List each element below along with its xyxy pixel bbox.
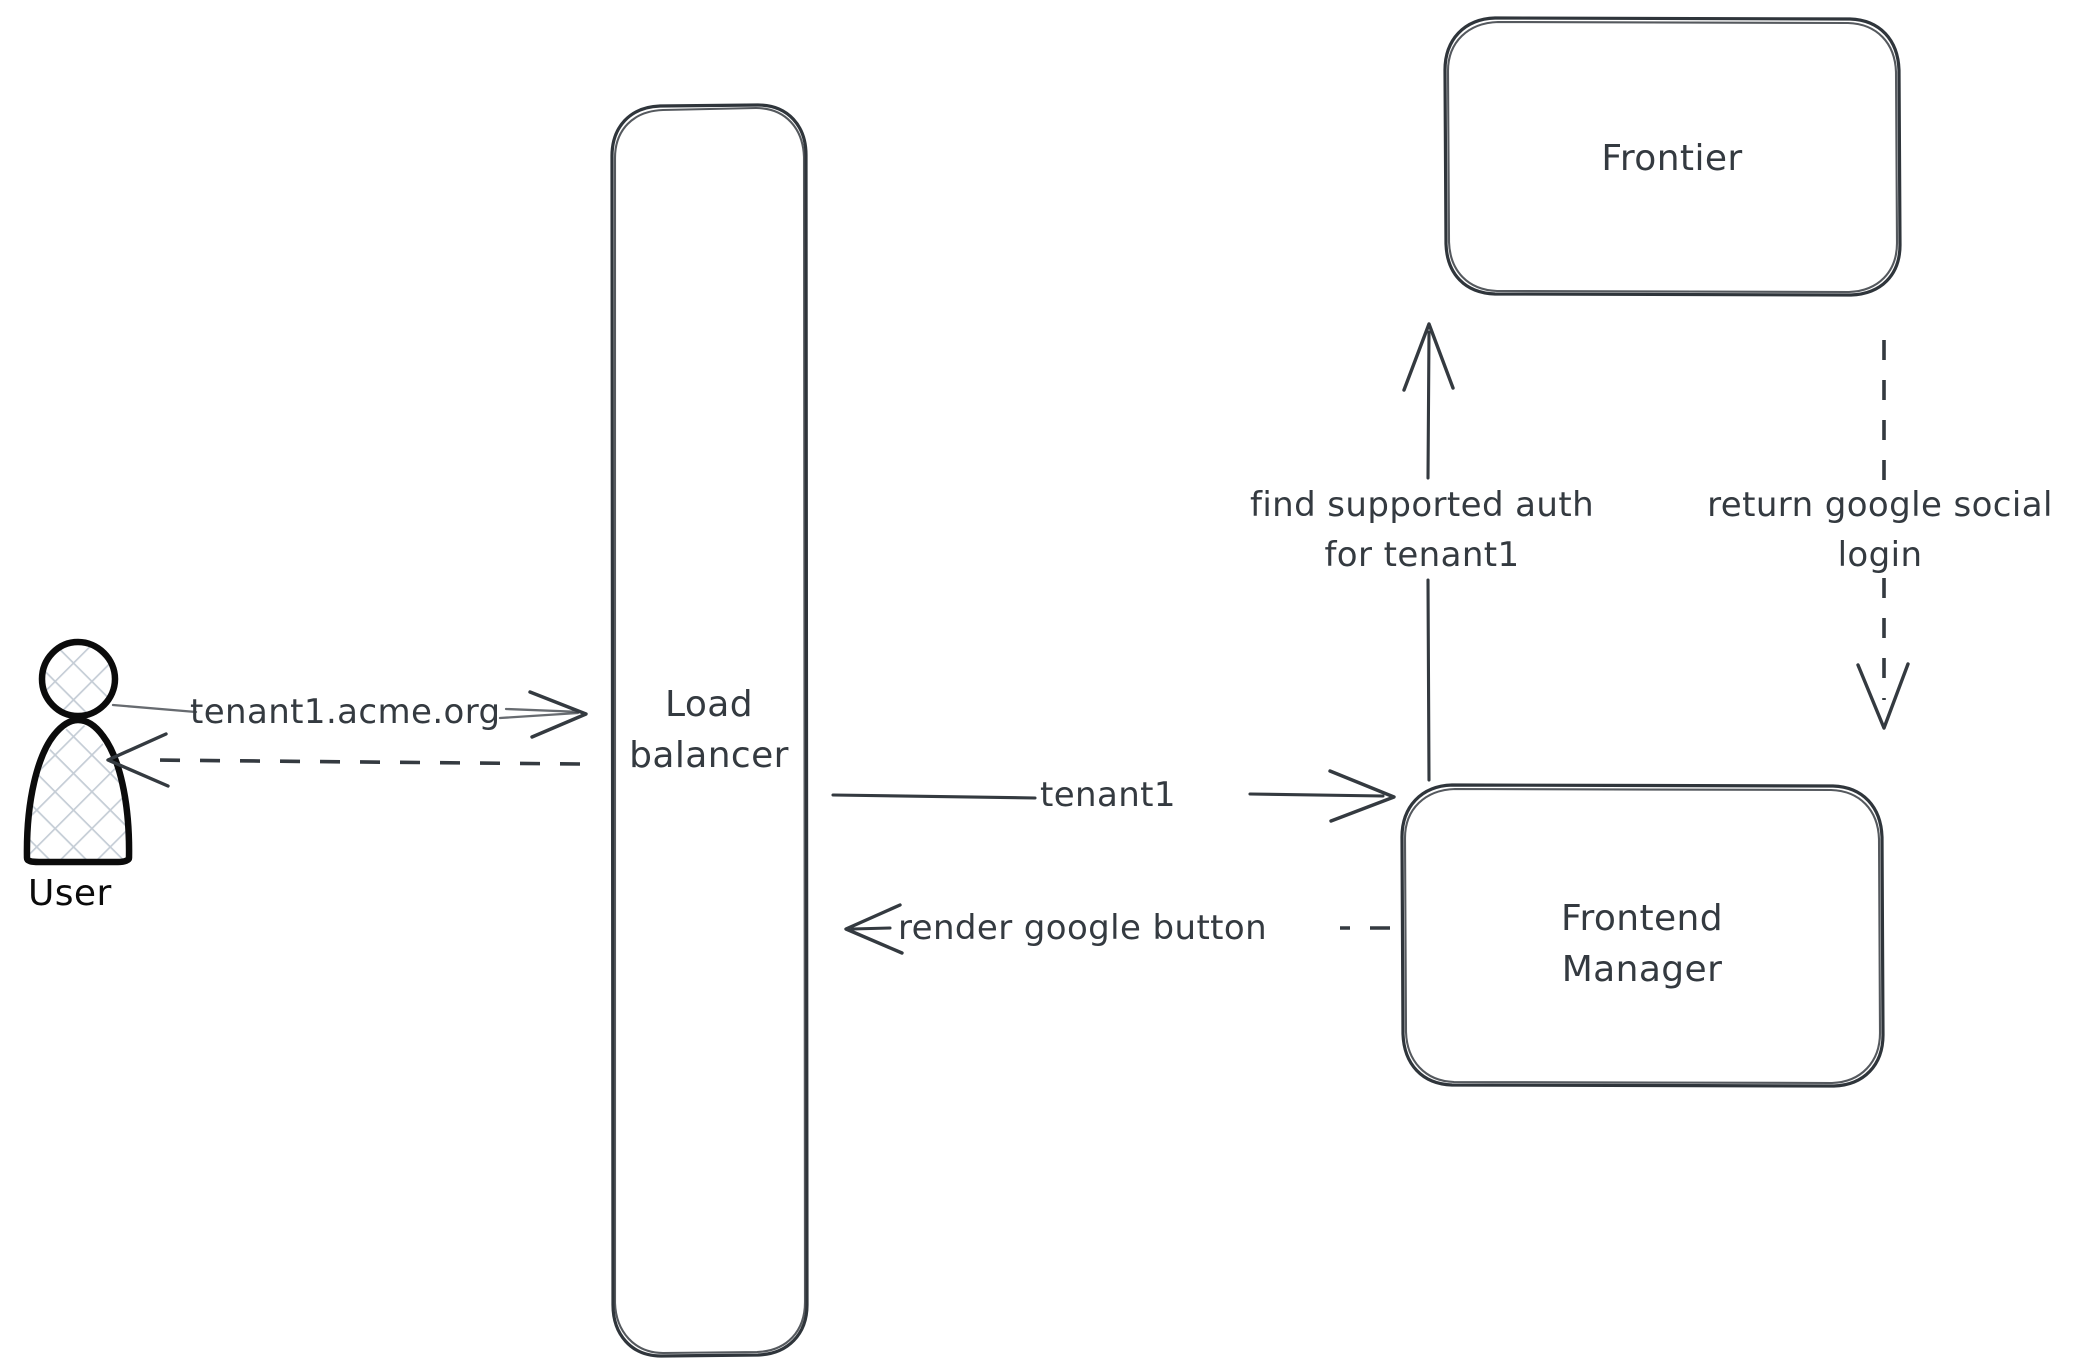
user-body-icon	[23, 716, 133, 866]
edge-fm-frontier-line-lower	[1426, 578, 1431, 782]
edge-label-render-google-button: render google button	[898, 908, 1267, 948]
edge-fm-frontier-arrowhead	[1402, 322, 1455, 392]
edge-frontier-fm-arrowhead	[1856, 662, 1910, 730]
load-balancer-shape-sketch	[613, 106, 807, 1355]
frontier-shape-sketch	[1446, 20, 1899, 294]
edge-fm-lb-arrowhead	[844, 903, 904, 955]
user-head-fill	[42, 643, 114, 715]
edge-label-return-google-social-line1: return google social	[1707, 485, 2053, 525]
load-balancer-label-line1: Load	[665, 684, 753, 725]
load-balancer-label-line2: balancer	[629, 735, 789, 776]
edge-load-balancer-to-user[interactable]	[106, 732, 581, 788]
edge-user-to-load-balancer[interactable]: tenant1.acme.org	[111, 690, 588, 739]
frontend-manager-label-line2: Manager	[1562, 949, 1723, 990]
frontend-manager-node[interactable]: Frontend Manager	[1400, 783, 1885, 1088]
frontier-shape	[1443, 16, 1902, 297]
edge-user-lb-head-line2	[504, 707, 584, 714]
edge-fm-lb-line-stub	[850, 926, 892, 931]
user-label: User	[28, 873, 112, 914]
user-body-fill	[27, 724, 129, 861]
edge-lb-fm-arrowhead	[1328, 769, 1396, 823]
frontier-label: Frontier	[1601, 138, 1742, 179]
edge-label-tenant1-acme-org: tenant1.acme.org	[190, 692, 501, 732]
edge-lb-user-line	[149, 758, 581, 766]
load-balancer-node[interactable]: Load balancer	[610, 103, 809, 1358]
edge-user-lb-arrowhead	[528, 690, 588, 739]
edge-lb-fm-line-left	[831, 793, 1037, 800]
edge-load-balancer-to-frontend-manager[interactable]: tenant1	[831, 769, 1396, 823]
frontier-node[interactable]: Frontier	[1443, 16, 1902, 297]
edge-lb-fm-line-right	[1248, 792, 1385, 798]
edge-fm-frontier-line-upper	[1426, 330, 1431, 480]
edge-frontend-manager-to-frontier[interactable]: find supported auth for tenant1	[1250, 322, 1594, 782]
frontend-manager-label-line1: Frontend	[1561, 898, 1723, 939]
edge-frontend-manager-to-load-balancer[interactable]: render google button	[844, 903, 1390, 955]
user-head-icon	[38, 638, 119, 720]
edge-frontier-to-frontend-manager[interactable]: return google social login	[1707, 340, 2053, 730]
edge-lb-user-arrowhead	[106, 732, 170, 788]
edge-user-lb-head-line	[498, 711, 580, 720]
edge-label-find-supported-auth-line2: for tenant1	[1324, 535, 1519, 575]
frontend-manager-shape-sketch	[1403, 787, 1882, 1085]
edge-label-tenant1: tenant1	[1040, 775, 1176, 815]
frontend-manager-shape	[1400, 783, 1885, 1088]
load-balancer-shape	[610, 103, 809, 1358]
user-node[interactable]: User	[23, 638, 133, 914]
edge-label-find-supported-auth-line1: find supported auth	[1250, 485, 1594, 525]
edge-user-lb-tail	[111, 703, 198, 714]
edge-label-return-google-social-line2: login	[1838, 535, 1923, 575]
